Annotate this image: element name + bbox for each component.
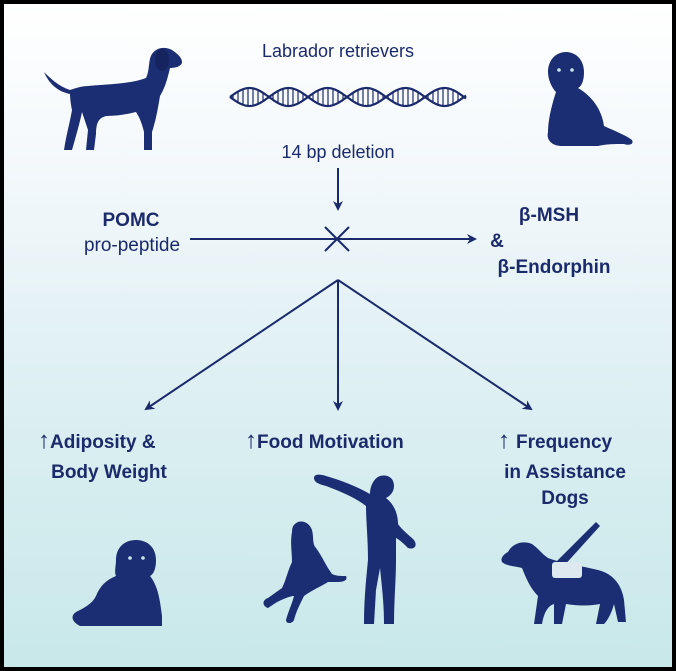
branch-arrow-left (144, 279, 339, 411)
mutation-label: 14 bp deletion (281, 142, 395, 162)
increase-arrow-icon: ↑ (38, 427, 50, 454)
outcome-frequency: ↑ Frequency (498, 427, 612, 455)
outcome-frequency-line2: in Assistance (504, 462, 626, 483)
breed-label: Labrador retrievers (261, 41, 415, 61)
person-with-jumping-dog-icon (263, 474, 416, 624)
guide-dog-icon (501, 522, 626, 624)
endorphin-label: β-Endorphin (497, 257, 611, 278)
outcome-frequency-line1: Frequency (516, 432, 613, 453)
sitting-dog-icon (547, 52, 633, 146)
outcome-food-motivation: ↑Food Motivation (245, 427, 404, 455)
standing-dog-icon (44, 47, 182, 151)
branch-arrow-right (337, 279, 533, 411)
outcome-adiposity: ↑Adiposity & (38, 427, 156, 455)
block-cross-icon (324, 226, 350, 252)
outcome-frequency-line3: Dogs (541, 488, 589, 509)
increase-arrow-icon: ↑ (245, 427, 257, 454)
sitting-dog-icon (72, 540, 162, 626)
pomc-subtitle: pro-peptide (83, 235, 181, 256)
dna-helix-icon (229, 86, 467, 108)
ampersand-label: & (490, 231, 504, 252)
msh-label: β-MSH (518, 205, 580, 226)
outcome-adiposity-line1: Adiposity & (50, 432, 156, 453)
outcome-adiposity-line2: Body Weight (51, 462, 167, 483)
outcome-food-motivation-line1: Food Motivation (257, 432, 404, 453)
pomc-title: POMC (102, 210, 160, 231)
increase-arrow-icon: ↑ (498, 427, 510, 454)
